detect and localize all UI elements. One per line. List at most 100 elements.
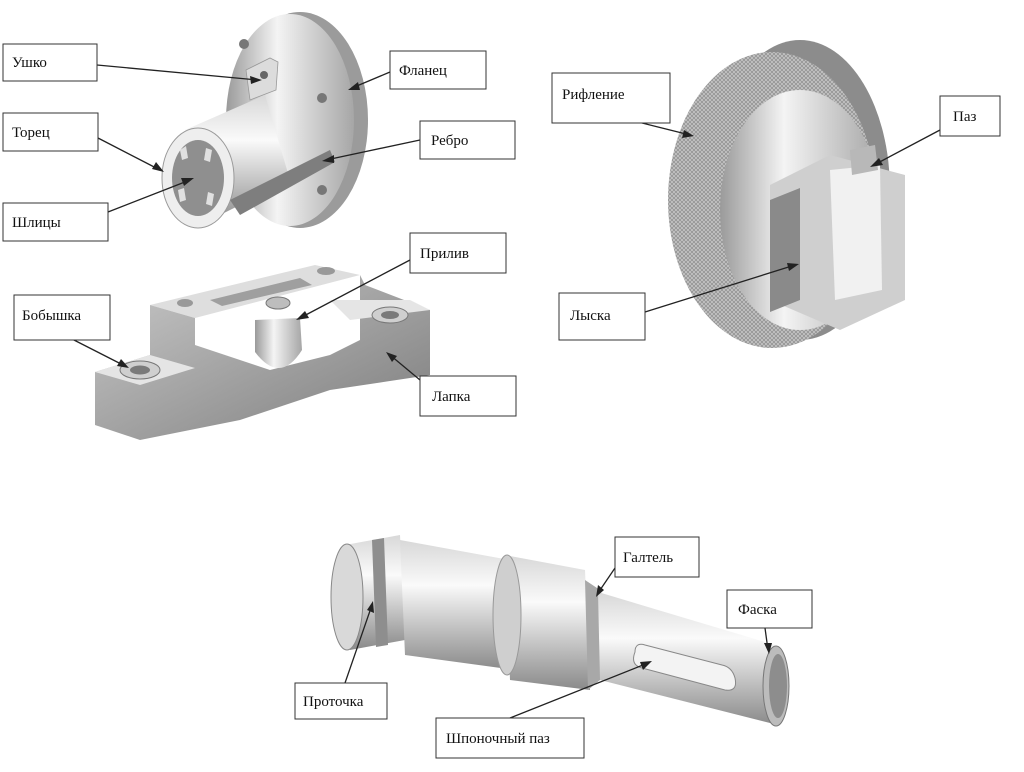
label-text: Фаска [738,602,777,618]
label-text: Фланец [399,63,447,79]
label-bobyshka: Бобышка [13,294,111,341]
arrow-head [250,76,262,84]
label-shponochny-paz: Шпоночный паз [435,717,585,759]
label-text: Паз [953,109,976,125]
leader-shlitsy [107,179,191,213]
label-lapka: Лапка [419,375,517,417]
leader-ushko [96,64,259,81]
label-box [939,95,1001,137]
flat-surface [770,188,800,312]
arrow-head [870,158,883,167]
lug [245,57,279,101]
label-box [13,294,111,341]
label-paz: Паз [939,95,1001,137]
label-text: Шпоночный паз [446,731,550,747]
knurled-knob-part [668,40,905,348]
arrow-head [117,359,129,368]
label-box [419,375,517,417]
slot-inner [830,165,882,300]
arrow-head [152,162,164,172]
label-text: Ушко [12,55,47,71]
boss-hole [381,311,399,319]
label-priliv: Прилив [409,232,507,274]
label-box [2,112,99,152]
arrow-head [640,661,652,670]
label-text: Лапка [432,389,471,405]
flange-hole [317,93,327,103]
top-hole [177,299,193,307]
flange-hub-part [161,12,368,229]
arrow-head [181,178,194,186]
label-box [435,717,585,759]
flange-hole [239,39,249,49]
label-faska: Фаска [726,589,813,629]
rib [230,150,335,215]
hub-bore [172,140,224,216]
lug-hole [260,71,268,79]
label-rifflenie: Рифление [551,72,671,124]
splines [178,146,214,206]
leader-bobyshka [69,337,126,367]
arrow-head [764,643,772,654]
label-text: Рифление [562,87,625,103]
label-shlitsy: Шлицы [2,202,109,242]
label-text: Лыска [570,308,611,324]
leader-torets [97,137,161,171]
bracket-slot [210,278,312,306]
keyway [633,643,736,691]
label-box [551,72,671,124]
bracket-body [95,275,430,440]
shaft-part [330,535,790,727]
priliv-dome [255,318,302,369]
priliv-hole [265,296,291,310]
leader-paz [873,129,941,166]
label-protochka: Проточка [294,682,388,720]
leader-priliv [299,259,411,319]
label-galtel: Галтель [614,536,700,578]
label-box [409,232,507,274]
label-ushko: Ушко [2,43,98,82]
arrow-head [348,82,360,90]
label-flanets: Фланец [389,50,487,90]
shaft-left-end [330,543,364,651]
boss-hole [130,365,150,375]
label-box [294,682,388,720]
arrow-head [596,585,604,597]
label-box [2,43,98,82]
arrow-head [322,155,334,163]
label-text: Бобышка [22,308,81,324]
shaft-end-face [769,654,787,718]
label-rebro: Ребро [419,120,516,160]
label-text: Прилив [420,246,469,262]
leader-shponochny-paz [509,662,649,719]
flange-hole [317,185,327,195]
shaft-collar [505,555,590,690]
shaft-middle [400,540,515,670]
label-box [614,536,700,578]
leader-lyska [644,264,796,313]
label-text: Проточка [303,694,364,710]
arrow-head [296,311,309,320]
label-box [419,120,516,160]
label-text: Торец [12,125,50,141]
label-box [389,50,487,90]
label-torets: Торец [2,112,99,152]
arrow-head [787,263,799,271]
arrow-head [386,352,397,362]
slot-top [850,145,878,175]
arrow-head [682,130,694,138]
leader-rebro [325,139,421,161]
label-box [2,202,109,242]
label-box [726,589,813,629]
label-text: Шлицы [12,215,61,231]
label-text: Ребро [431,133,468,149]
collar-face [492,554,522,676]
fillet [585,580,600,690]
label-lyska: Лыска [558,292,646,341]
groove [372,538,388,647]
label-box [558,292,646,341]
arrow-head [367,601,374,613]
top-hole [317,267,335,275]
